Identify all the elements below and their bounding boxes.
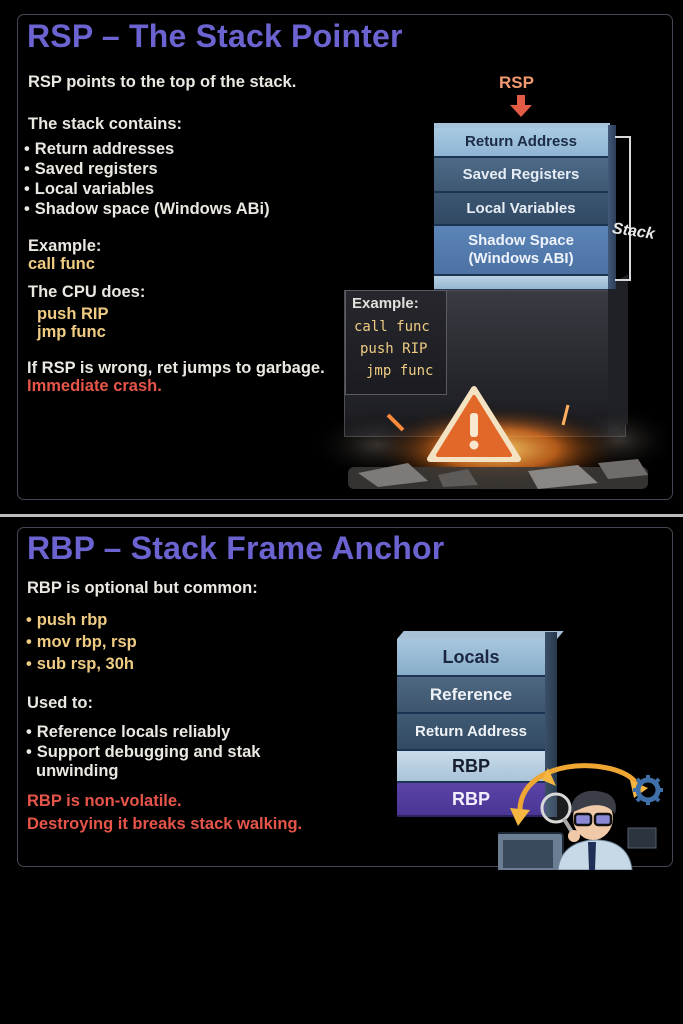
used-to-heading: Used to: (27, 694, 93, 712)
list-item: Support debugging and stak (26, 742, 261, 762)
panel-line: call func (354, 319, 430, 335)
stack-block-saved-registers: Saved Registers (434, 158, 608, 193)
prologue-instruction: push rbp (26, 609, 137, 631)
rbp-card: RBP – Stack Frame Anchor RBP is optional… (17, 527, 673, 870)
example-code: call func (28, 255, 95, 273)
warning-triangle-icon (427, 386, 521, 462)
cpu-step: jmp func (37, 323, 106, 341)
debugger-illustration (498, 763, 663, 870)
section-divider (0, 514, 683, 517)
stack-contains-heading: The stack contains: (28, 115, 183, 133)
stack-block-local-variables: Local Variables (434, 193, 608, 226)
curved-arrow-icon (517, 763, 641, 814)
rbp-note-stack-walking: Destroying it breaks stack walking. (27, 815, 303, 833)
list-item: Saved registers (24, 159, 270, 179)
list-item-continuation: unwinding (36, 762, 119, 780)
rbp-stack-block-reference: Reference (397, 677, 545, 714)
rbp-stack-top-face (397, 631, 564, 639)
gear-icon (633, 775, 663, 805)
magnifier-icon (540, 792, 572, 824)
panel-line: push RIP (360, 341, 428, 357)
rbp-card-title: RBP – Stack Frame Anchor (27, 530, 445, 566)
down-arrow-icon (510, 95, 532, 117)
rbp-intro: RBP is optional but common: (27, 579, 258, 597)
rsp-card-title: RSP – The Stack Pointer (27, 18, 403, 54)
rsp-card: RSP – The Stack Pointer RSP points to th… (17, 14, 673, 500)
rsp-intro: RSP points to the top of the stack. (28, 73, 297, 91)
rbp-stack-block-locals: Locals (397, 639, 545, 677)
stack-base-slab (434, 276, 608, 290)
prologue-instruction: sub rsp, 30h (26, 653, 137, 675)
rsp-warning-line: If RSP is wrong, ret jumps to garbage. (27, 359, 325, 377)
crash-line: Immediate crash. (27, 377, 162, 395)
panel-line: jmp func (366, 363, 434, 379)
rbp-stack-block-return-address: Return Address (397, 714, 545, 751)
prologue-instruction: mov rbp, rsp (26, 631, 137, 653)
rbp-prologue-list: push rbp mov rbp, rsp sub rsp, 30h (26, 609, 137, 675)
list-item: Reference locals reliably (26, 722, 260, 742)
stack-block-shadow-space: Shadow Space (Windows ABI) (434, 226, 608, 276)
cpu-step: push RIP (37, 305, 109, 323)
list-item: Return addresses (24, 139, 270, 159)
example-heading: Example: (28, 237, 102, 255)
used-to-list: Reference locals reliably Support debugg… (26, 722, 261, 762)
panel-heading: Example: (352, 295, 419, 312)
stack-contains-list: Return addresses Saved registers Local v… (24, 139, 270, 219)
example-panel: Example: call func push RIP jmp func (345, 290, 447, 395)
stack-bracket (615, 136, 631, 281)
stack-side-face (608, 125, 616, 289)
stack-top-face (434, 123, 610, 129)
rbp-stack-block-rbp-saved: RBP (397, 751, 545, 783)
cpu-does-heading: The CPU does: (28, 283, 146, 301)
rsp-pointer-label: RSP (499, 73, 534, 92)
rbp-note-nonvolatile: RBP is non-volatile. (27, 792, 182, 810)
stack-block-return-address: Return Address (434, 128, 608, 158)
list-item: Local variables (24, 179, 270, 199)
list-item: Shadow space (Windows ABi) (24, 199, 270, 219)
